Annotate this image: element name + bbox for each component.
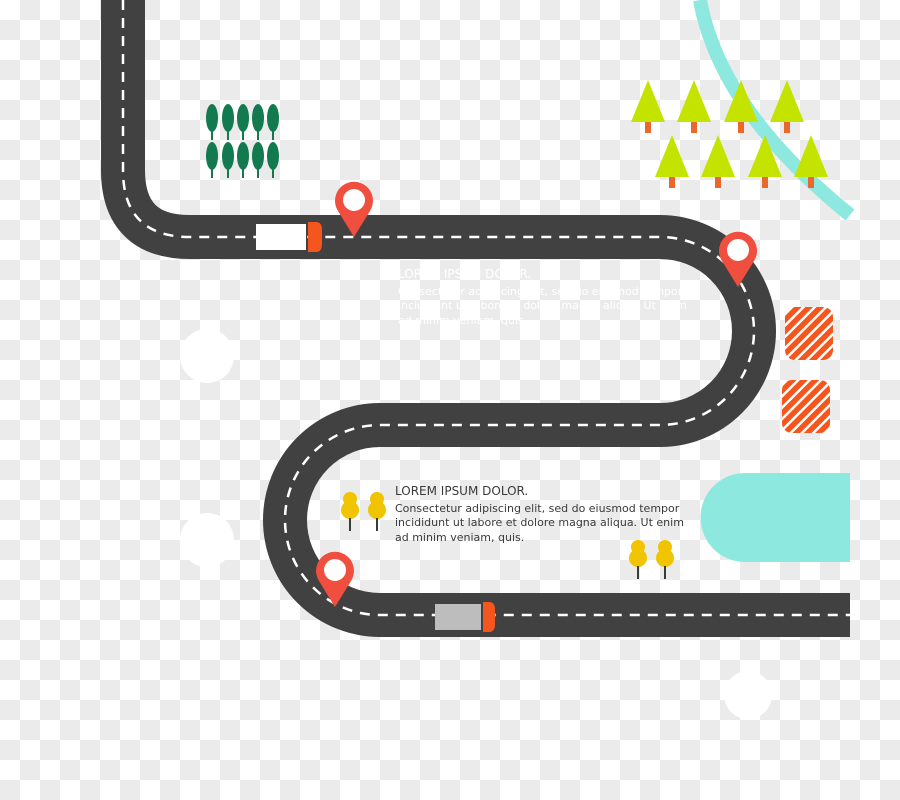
- lake: [700, 473, 850, 562]
- pine-trees: [206, 104, 279, 178]
- road: [101, 0, 850, 637]
- truck-icon: [256, 222, 322, 252]
- lime-trees: [631, 80, 828, 188]
- truck-icon: [435, 602, 495, 632]
- info-heading: LOREM IPSUM DOLOR.: [395, 484, 529, 498]
- road-center-line: [121, 0, 850, 617]
- info-body: Consectetur adipiscing elit, sed do eius…: [395, 501, 684, 544]
- info-block-1: LOREM IPSUM DOLOR. Consectetur adipiscin…: [398, 267, 688, 328]
- striped-box: [782, 380, 830, 433]
- white-circles: [180, 329, 772, 719]
- info-body: Consectetur adipiscing elit, sed do eius…: [398, 284, 687, 327]
- map-pin-icon[interactable]: [718, 231, 757, 287]
- info-block-2: LOREM IPSUM DOLOR. Consectetur adipiscin…: [395, 484, 685, 545]
- river: [693, 0, 855, 221]
- map-pin-icon[interactable]: [316, 551, 355, 607]
- info-heading: LOREM IPSUM DOLOR.: [398, 267, 532, 281]
- striped-box: [785, 307, 833, 360]
- map-pin-icon[interactable]: [335, 181, 373, 237]
- yellow-trees: [341, 492, 674, 579]
